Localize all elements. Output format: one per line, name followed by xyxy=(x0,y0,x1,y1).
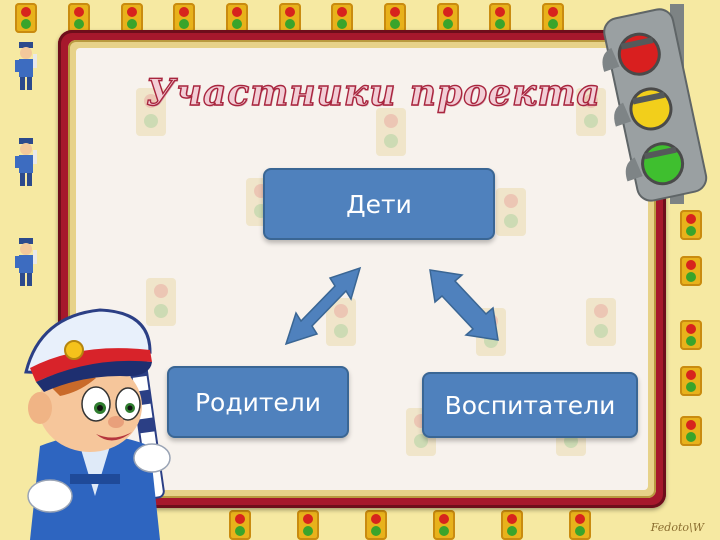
mini-traffic-light-icon xyxy=(680,320,702,350)
mini-traffic-light-icon xyxy=(569,510,591,540)
watermark-traffic-light-icon xyxy=(146,278,176,326)
mini-traffic-light-icon xyxy=(680,416,702,446)
mini-traffic-light-icon xyxy=(680,256,702,286)
mini-traffic-light-icon xyxy=(120,3,143,33)
mini-traffic-light-icon xyxy=(229,510,251,540)
mini-traffic-light-icon xyxy=(297,510,319,540)
mini-traffic-light-icon xyxy=(436,3,459,33)
mini-traffic-light-icon xyxy=(278,3,301,33)
mini-traffic-light-icon xyxy=(225,3,248,33)
node-teachers: Воспитатели xyxy=(422,372,638,438)
traffic-light-icon xyxy=(602,4,708,204)
watermark-traffic-light-icon xyxy=(496,188,526,236)
left-border-decoration xyxy=(6,40,50,310)
watermark-traffic-light-icon xyxy=(376,108,406,156)
mini-traffic-light-icon xyxy=(489,3,512,33)
right-border-decoration xyxy=(672,210,712,480)
watermark-traffic-light-icon xyxy=(576,88,606,136)
top-border-decoration xyxy=(0,0,720,36)
mini-traffic-light-icon xyxy=(680,366,702,396)
watermark-traffic-light-icon xyxy=(326,298,356,346)
mini-traffic-light-icon xyxy=(365,510,387,540)
bottom-border-decoration xyxy=(0,510,720,540)
watermark-traffic-light-icon xyxy=(586,298,616,346)
mini-traffic-light-icon xyxy=(15,3,38,33)
traffic-police-boy-icon xyxy=(24,308,171,540)
mini-traffic-light-icon xyxy=(501,510,523,540)
watermark-traffic-light-icon xyxy=(136,88,166,136)
slide-title: Участники проекта xyxy=(145,71,601,114)
mini-traffic-light-icon xyxy=(173,3,196,33)
mini-traffic-light-icon xyxy=(680,210,702,240)
mini-traffic-policeman-icon xyxy=(15,138,37,186)
mini-traffic-light-icon xyxy=(67,3,90,33)
watermark-traffic-light-icon xyxy=(476,308,506,356)
mini-traffic-light-icon xyxy=(331,3,354,33)
author-credit: Fedoto\W xyxy=(650,521,704,534)
node-parents: Родители xyxy=(167,366,349,438)
node-children: Дети xyxy=(263,168,495,240)
mini-traffic-light-icon xyxy=(383,3,406,33)
mini-traffic-light-icon xyxy=(433,510,455,540)
mini-traffic-light-icon xyxy=(541,3,564,33)
mini-traffic-policeman-icon xyxy=(15,42,37,90)
mini-traffic-policeman-icon xyxy=(15,238,37,286)
